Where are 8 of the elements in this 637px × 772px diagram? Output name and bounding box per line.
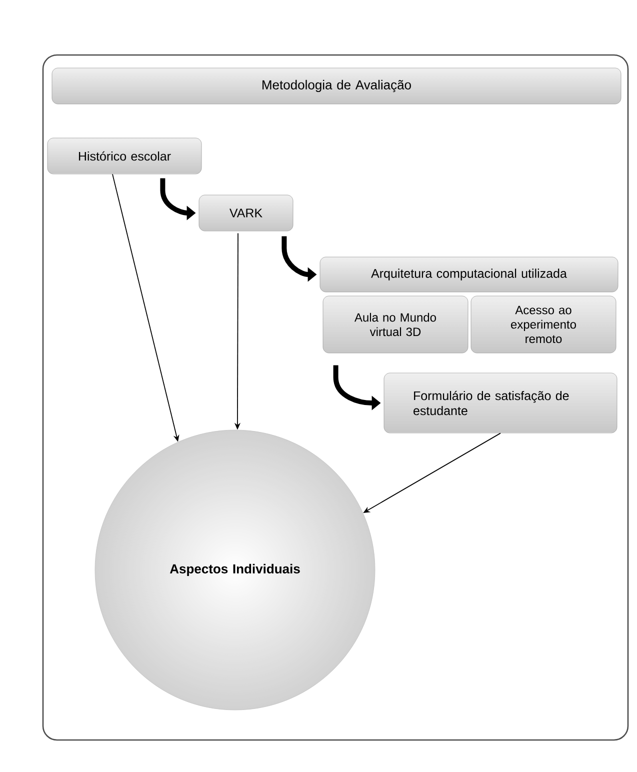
circle-node: Aspectos Individuais [94,430,376,710]
process-box: Aula no Mundo virtual 3D [322,296,468,354]
process-box: Formulário de satisfação de estudante [384,372,618,434]
process-box: Arquitetura computacional utilizada [320,256,618,292]
process-box: VARK [198,194,294,232]
process-box: Acesso ao experimento remoto [470,296,616,354]
heading-band: Metodologia de Avaliação [52,68,622,104]
process-box: Histórico escolar [47,138,202,174]
